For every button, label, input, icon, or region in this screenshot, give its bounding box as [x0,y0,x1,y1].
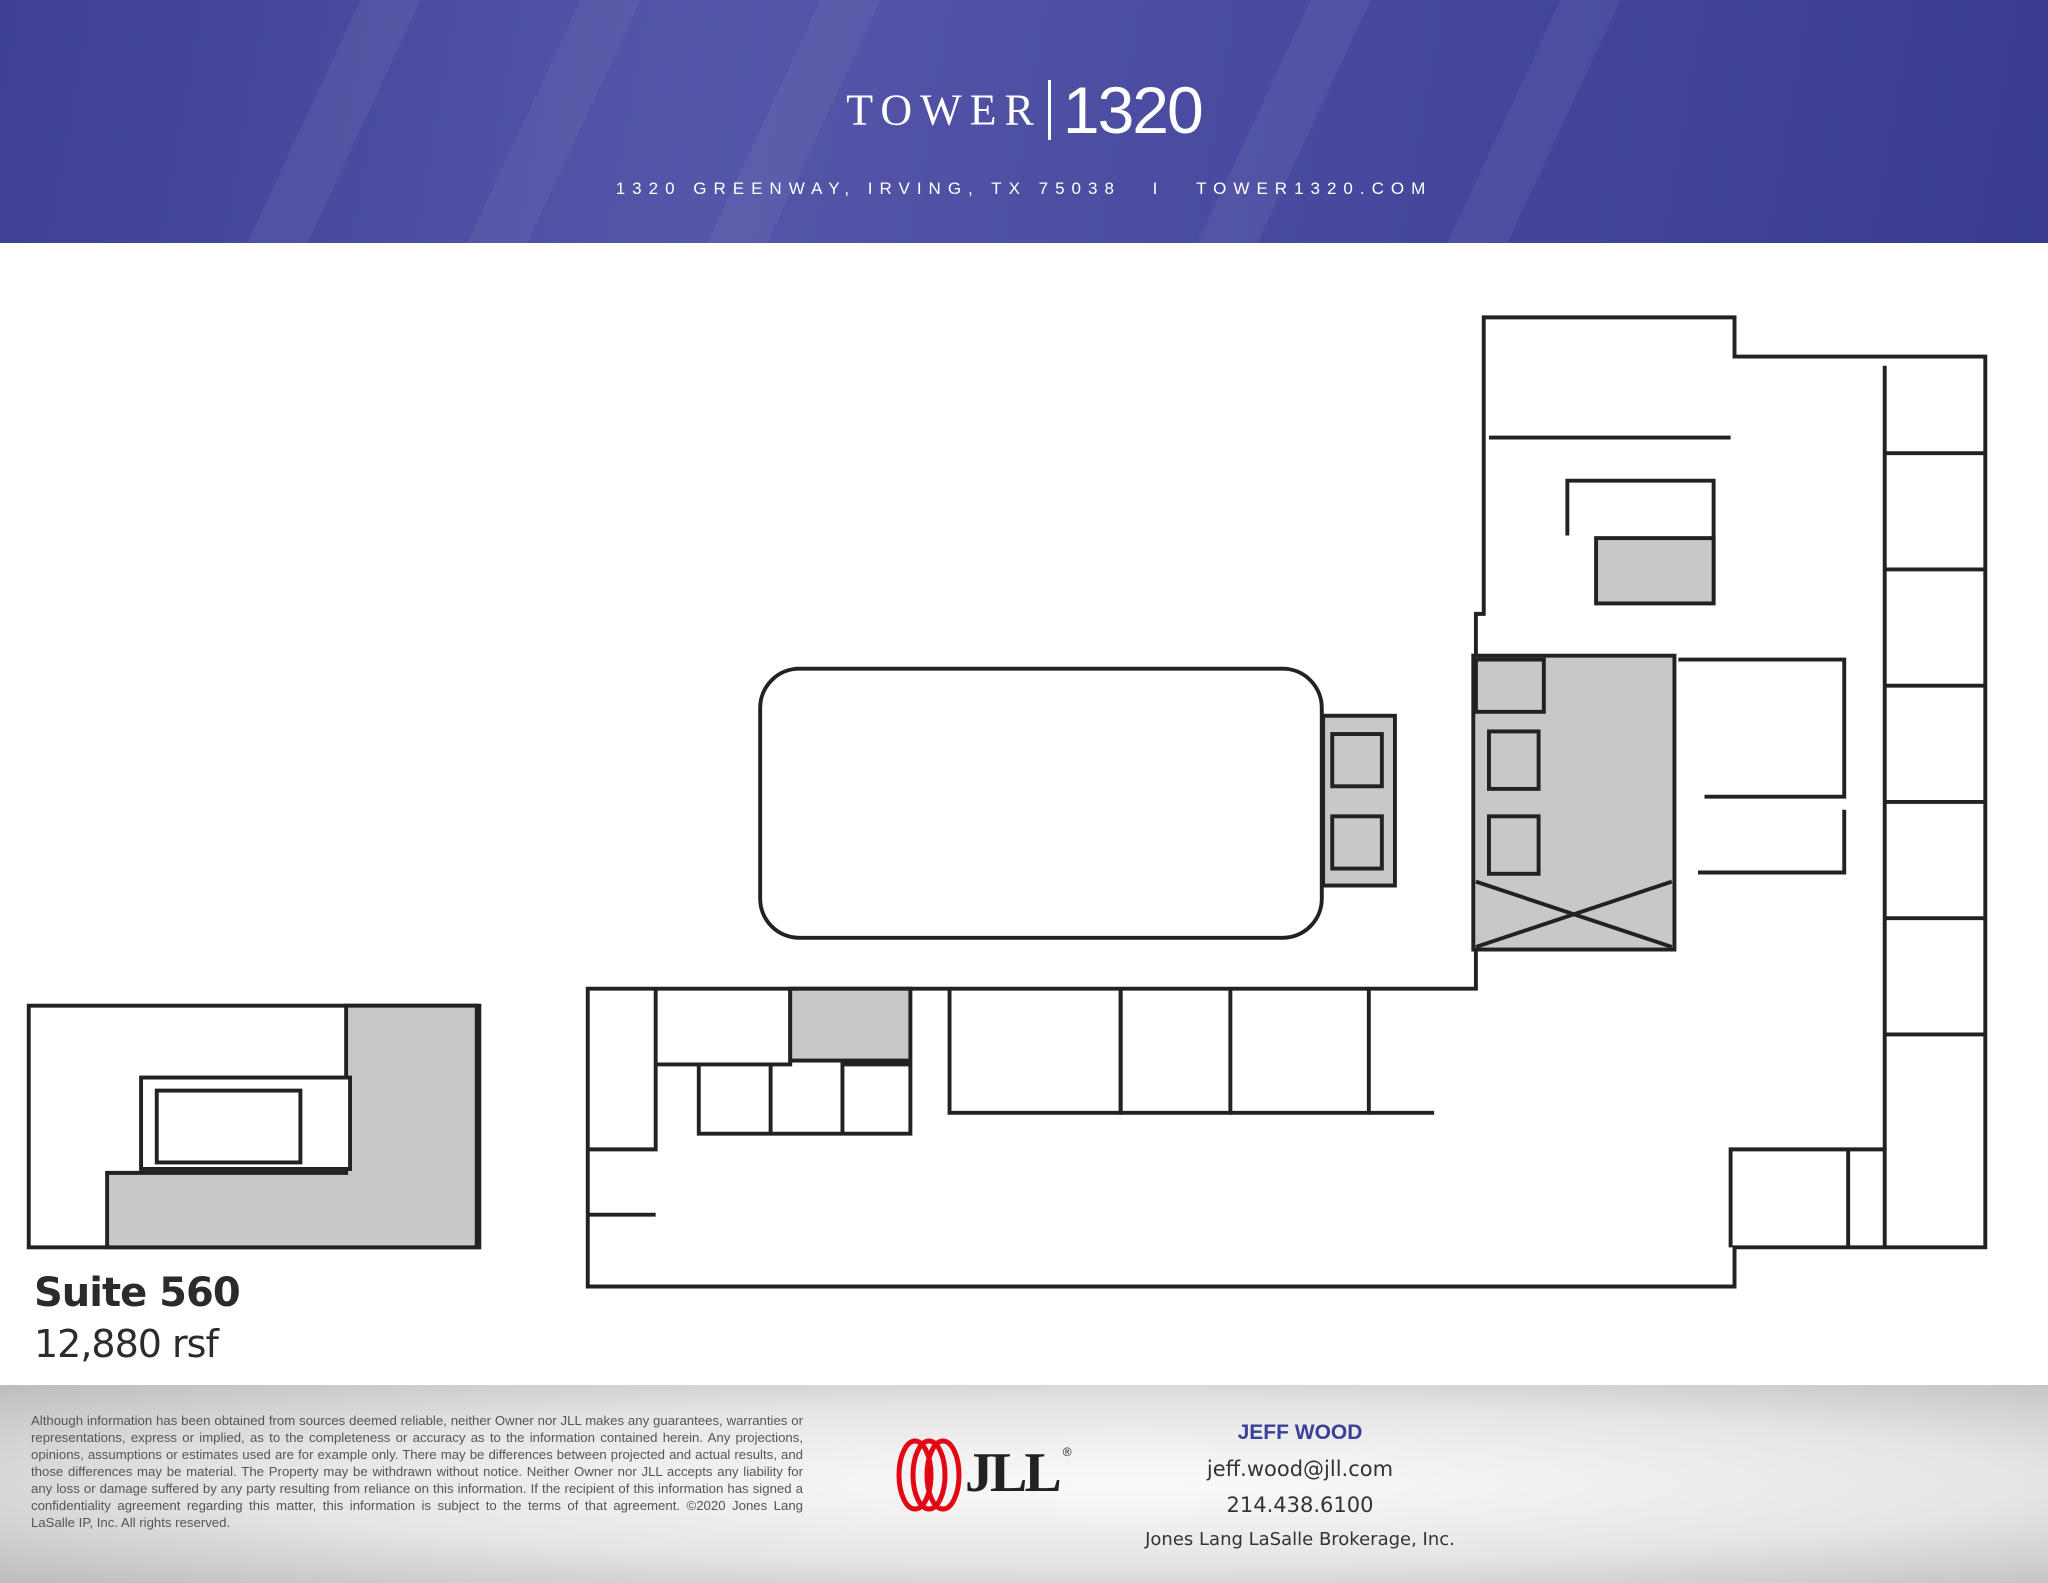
contact-phone[interactable]: 214.438.6100 [1226,1493,1374,1517]
tower-1320-logo: TOWER 1320 [0,72,2048,148]
separator: I [1152,179,1165,198]
suite-outline [585,315,1988,1289]
suite-area: 12,880 rsf [34,1322,219,1366]
atrium [758,666,1324,940]
header-banner: TOWER 1320 1320 GREENWAY, IRVING, TX 7503… [0,0,2048,243]
address: 1320 GREENWAY, IRVING, TX 75038 [615,179,1121,198]
suite-name: Suite 560 [34,1270,241,1316]
contact-company: Jones Lang LaSalle Brokerage, Inc. [1145,1529,1455,1550]
contact-email[interactable]: jeff.wood@jll.com [1206,1457,1394,1481]
website: TOWER1320.COM [1196,179,1433,198]
footer: Although information has been obtained f… [0,1385,2048,1583]
contact-block: JEFF WOOD jeff.wood@jll.com 214.438.6100… [1100,1421,1500,1550]
disclaimer: Although information has been obtained f… [31,1413,803,1530]
jll-logo: JLL ® [893,1435,1072,1515]
contact-name: JEFF WOOD [1237,1421,1363,1444]
key-plan [26,1003,482,1250]
jll-wordmark: JLL [965,1442,1062,1504]
building-core [1471,653,1677,952]
address-line: 1320 GREENWAY, IRVING, TX 75038 I TOWER1… [0,179,2048,199]
registered-mark: ® [1062,1445,1072,1459]
logo-word: TOWER [846,85,1042,135]
logo-number: 1320 [1062,73,1204,147]
jll-ribbon-icon [896,1438,962,1512]
